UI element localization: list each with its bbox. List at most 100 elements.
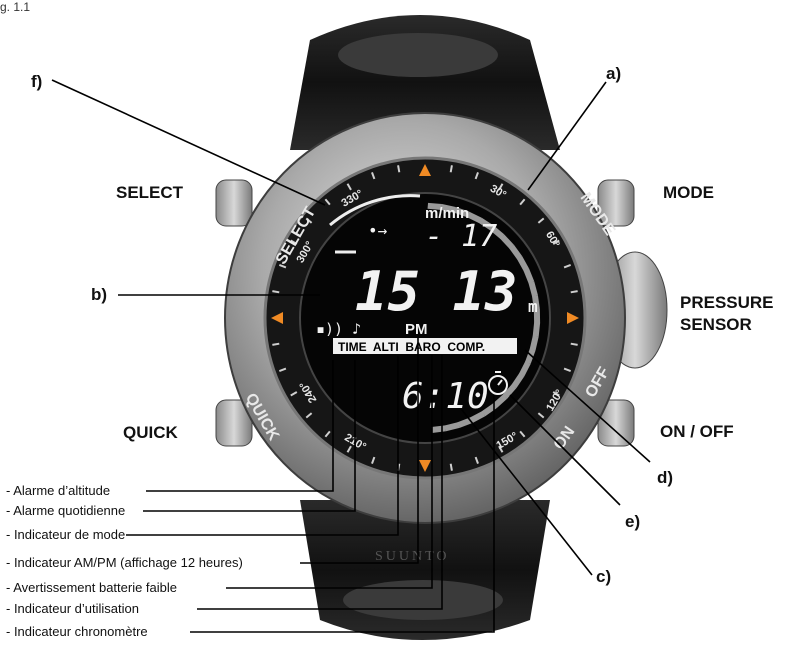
- lcd-main: 15 13: [355, 260, 518, 323]
- leader-c: [461, 409, 593, 576]
- bezel-tick: [570, 342, 578, 346]
- bezel-tick: [552, 239, 560, 245]
- bezel-tick: [498, 445, 504, 453]
- legend-item: - Indicateur de mode: [6, 527, 126, 542]
- marker-west: [271, 312, 283, 324]
- rate-segment: [518, 361, 531, 377]
- display-lens: [299, 192, 551, 444]
- lcd-rate: - 17: [425, 219, 497, 254]
- bezel-tick: [371, 456, 376, 464]
- bezel-tick: [346, 445, 352, 453]
- rate-segment: [492, 394, 508, 409]
- legend-item: - Indicateur chronomètre: [6, 624, 148, 639]
- bezel-tick: [537, 217, 545, 224]
- lcd-bottom: 6:10: [402, 376, 489, 417]
- bezel-tick: [563, 367, 571, 372]
- bezel-tick: [279, 264, 287, 269]
- rate-segment: [531, 295, 540, 310]
- bezel-tick: [519, 430, 526, 438]
- leader-alarme-altitude: [146, 360, 334, 492]
- rate-segment: [478, 217, 494, 231]
- lcd-unit-rate: m/min: [425, 205, 469, 222]
- strap-top-ring: [338, 33, 498, 77]
- rate-segment: [444, 422, 460, 432]
- bezel-tick: [346, 183, 352, 191]
- lcd-ampm: PM: [405, 321, 428, 338]
- bezel-tick: [324, 198, 331, 206]
- bezel-tick: [449, 463, 453, 471]
- legend-item: - Indicateur AM/PM (affichage 12 heures): [6, 555, 243, 570]
- bezel-tick: [519, 198, 526, 206]
- marker-north: [419, 164, 431, 176]
- bezel-tick: [279, 367, 287, 372]
- rate-segment: [489, 225, 505, 240]
- rate-segment: [516, 256, 529, 272]
- rate-segment: [440, 204, 456, 213]
- bezel-tick: [272, 342, 280, 346]
- callout-c: c): [596, 567, 612, 586]
- callout-b: b): [91, 285, 108, 304]
- mode-pusher: [597, 179, 635, 227]
- rate-segment: [533, 308, 541, 324]
- marker-east: [567, 312, 579, 324]
- rate-segment: [525, 348, 536, 364]
- rate-segment: [523, 268, 535, 284]
- lcd-main-unit: m: [528, 297, 538, 316]
- rate-segment: [499, 234, 514, 249]
- bezel-tick: [290, 391, 298, 397]
- label-pressure: PRESSURE: [680, 293, 774, 312]
- rate-segment: [509, 244, 523, 260]
- rate-segment: [427, 202, 442, 211]
- figure-number: g. 1.1: [0, 0, 31, 14]
- lcd-arrow: •→: [368, 221, 388, 240]
- rate-segment: [528, 281, 538, 297]
- leader-batterie: [226, 355, 433, 589]
- label-quick: QUICK: [123, 423, 178, 442]
- legend-item: - Avertissement batterie faible: [6, 580, 178, 595]
- bezel-tick: [474, 456, 479, 464]
- bezel-tick: [305, 217, 313, 224]
- quick-pusher: [215, 399, 253, 447]
- leader-e: [509, 394, 621, 506]
- leader-alarme-quotidienne: [143, 360, 356, 512]
- bezel-tick: [305, 412, 313, 419]
- bezel-tick: [563, 264, 571, 269]
- bezel-tick: [552, 391, 560, 397]
- stopwatch-icon: [488, 371, 508, 395]
- label-mode: MODE: [663, 183, 714, 202]
- callout-d: d): [657, 468, 674, 487]
- bezel-tick: [570, 290, 578, 294]
- bezel-tick: [474, 172, 479, 180]
- bezel-ticks: [272, 165, 578, 471]
- select-pusher: [215, 179, 253, 227]
- label-onoff: ON / OFF: [660, 422, 734, 441]
- leader-utilisation: [197, 355, 443, 610]
- leader-chronometre: [190, 395, 495, 633]
- callout-a: a): [606, 64, 622, 83]
- leader-ampm: [300, 338, 419, 564]
- bezel-tick: [324, 430, 331, 438]
- legend-item: - Indicateur d’utilisation: [6, 601, 139, 616]
- rate-segment: [502, 384, 517, 399]
- callout-e: e): [625, 512, 641, 531]
- onoff-pusher: [597, 399, 635, 447]
- lcd-mode-strip: [333, 338, 517, 354]
- rate-segment: [481, 403, 497, 417]
- lcd-mode-labels: TIME ALTI BARO COMP.: [338, 340, 485, 354]
- rate-segment: [453, 206, 470, 218]
- leader-mode: [126, 356, 399, 536]
- label-select: SELECT: [116, 183, 184, 202]
- callout-f: f): [31, 72, 43, 91]
- marker-south: [419, 460, 431, 472]
- bezel-tick: [498, 183, 504, 191]
- rate-segment: [511, 373, 525, 389]
- bezel-tick: [537, 412, 545, 419]
- bezel-tick: [272, 290, 280, 294]
- bezel-tick: [397, 165, 401, 173]
- rate-segment: [529, 335, 539, 351]
- legend-item: - Alarme quotidienne: [6, 503, 126, 518]
- label-sensor: SENSOR: [680, 315, 752, 334]
- legend-item: - Alarme d’altitude: [6, 483, 111, 498]
- rate-segment: [466, 211, 482, 224]
- leader-d: [524, 349, 651, 463]
